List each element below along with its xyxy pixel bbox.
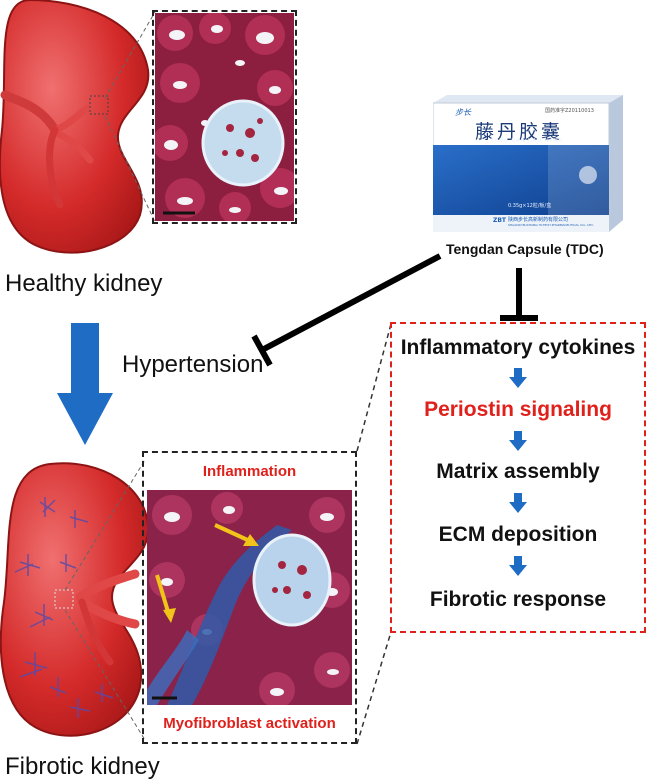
healthy-micrograph (155, 13, 294, 221)
box-title-cn: 藤丹胶囊 (475, 121, 564, 143)
healthy-kidney-label: Healthy kidney (5, 270, 163, 297)
zoom-lines-healthy (104, 11, 156, 223)
step-fibrotic-response: Fibrotic response (429, 588, 607, 611)
tdc-product-box: 步长 国药准字Z20110013 藤丹胶囊 TENG DAN JIAO NANG… (433, 95, 623, 232)
step-arrow-4 (509, 556, 527, 576)
box-brand: 步长 (455, 108, 471, 117)
step-periostin-signaling: Periostin signaling (424, 398, 612, 421)
tdc-label: Tengdan Capsule (TDC) (446, 241, 604, 257)
progression-arrow (57, 323, 113, 445)
fibrotic-kidney-label: Fibrotic kidney (5, 753, 160, 780)
pathway-box: Inflammatory cytokines Periostin signali… (390, 322, 646, 633)
step-arrow-2 (509, 431, 527, 451)
step-arrow-3 (509, 493, 527, 513)
box-company: 陕西步长高新制药有限公司 (508, 217, 569, 223)
hypertension-label: Hypertension (122, 351, 264, 378)
step-matrix-assembly: Matrix assembly (436, 460, 600, 483)
box-approval: 国药准字Z20110013 (545, 108, 594, 114)
step-ecm-deposition: ECM deposition (438, 523, 598, 546)
step-inflammatory-cytokines: Inflammatory cytokines (400, 336, 636, 359)
fibrotic-micrograph (147, 490, 352, 705)
box-spec: 0.35g×12粒/板/盒 (508, 203, 552, 209)
box-pinyin: TENG DAN JIAO NANG (491, 138, 564, 144)
box-logo: ZBT (493, 217, 507, 224)
step-arrow-1 (509, 368, 527, 388)
healthy-kidney-illustration (0, 0, 150, 262)
inflammation-label: Inflammation (202, 463, 297, 480)
fibrotic-kidney-illustration (0, 462, 150, 744)
healthy-micrograph-frame (152, 10, 297, 224)
pathway-connector (356, 323, 392, 745)
zoom-lines-fibrotic (64, 459, 146, 741)
myofibroblast-label: Myofibroblast activation (163, 715, 336, 732)
fibrotic-micrograph-frame (142, 451, 357, 744)
box-company-en: SHAANXI BUCHANG HI-TECH PHARMACEUTICAL C… (508, 223, 594, 227)
